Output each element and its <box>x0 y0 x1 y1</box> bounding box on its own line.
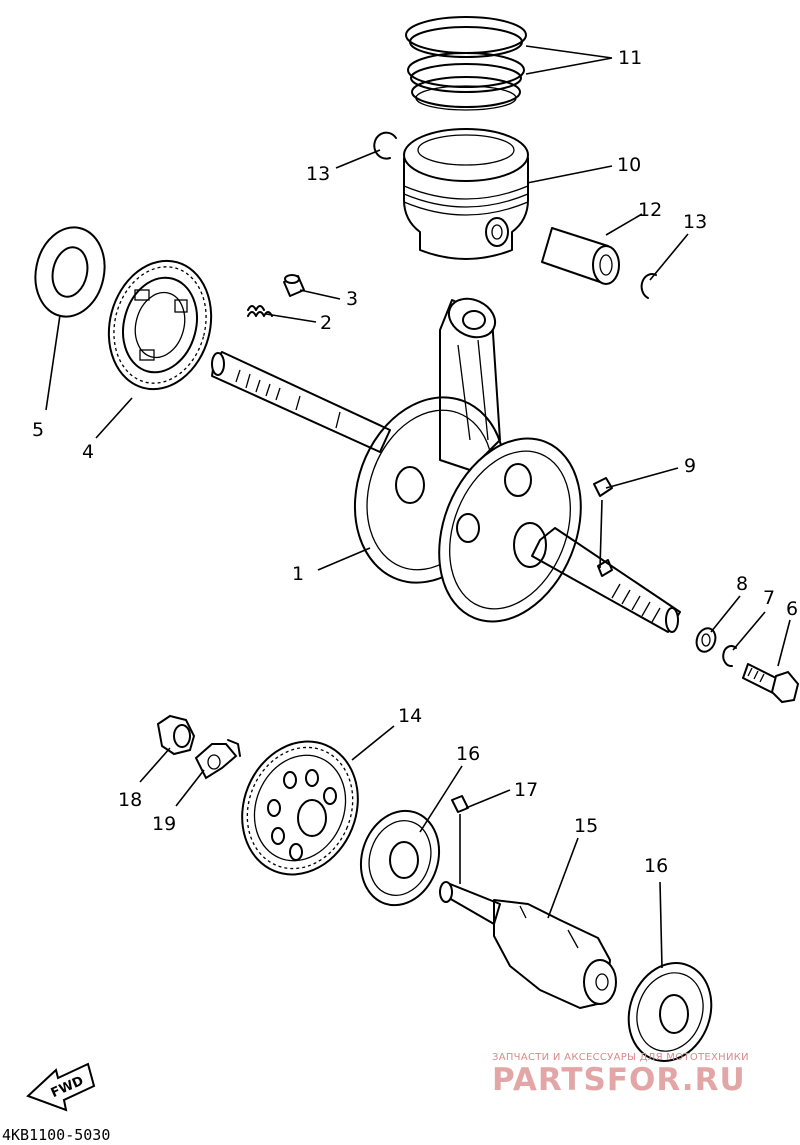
callout-9: 9 <box>684 455 696 477</box>
callout-3: 3 <box>346 288 358 310</box>
callout-13-right: 13 <box>683 211 707 233</box>
callout-18: 18 <box>118 789 142 811</box>
lock-washer <box>194 739 241 780</box>
watermark-brand: PARTSFOR.RU <box>492 1062 746 1098</box>
callout-1: 1 <box>292 563 304 585</box>
nut <box>156 714 196 756</box>
leader-lines <box>45 45 791 969</box>
callout-numbers: 1 2 3 4 5 6 7 8 9 10 11 12 13 13 14 15 1… <box>32 47 798 877</box>
piston-rings <box>405 16 527 111</box>
callout-7: 7 <box>763 587 775 609</box>
callout-10: 10 <box>617 154 641 176</box>
fwd-arrow-icon <box>26 1062 96 1112</box>
callout-2: 2 <box>320 312 332 334</box>
callout-16-left: 16 <box>456 743 480 765</box>
callout-12: 12 <box>638 199 662 221</box>
balancer-shaft <box>439 881 617 1009</box>
circlip-right <box>640 273 657 299</box>
bearing-right <box>627 962 713 1062</box>
small-washer <box>695 627 717 653</box>
callout-4: 4 <box>82 441 94 463</box>
callout-13-left: 13 <box>306 163 330 185</box>
woodruff-key <box>593 477 613 497</box>
drawing-code: 4KB1100-5030 <box>2 1126 111 1144</box>
callout-19: 19 <box>152 813 176 835</box>
callout-14: 14 <box>398 705 422 727</box>
balancer-key <box>451 795 469 813</box>
callout-8: 8 <box>736 573 748 595</box>
crankshaft-assembly <box>211 297 681 633</box>
piston-pin <box>541 227 620 285</box>
callout-16-right: 16 <box>644 855 668 877</box>
callout-15: 15 <box>574 815 598 837</box>
callout-6: 6 <box>786 598 798 620</box>
watermark-caption: ЗАПЧАСТИ И АКСЕССУАРЫ ДЛЯ МОТОТЕХНИКИ <box>492 1052 749 1063</box>
balancer-gear <box>241 740 359 876</box>
small-circlip <box>722 645 737 668</box>
bearing-left <box>359 809 441 907</box>
piston <box>403 128 529 260</box>
callout-11: 11 <box>618 47 642 69</box>
pin-and-spring <box>247 274 305 317</box>
circlip-left <box>373 131 397 160</box>
callout-17: 17 <box>514 779 538 801</box>
bolt <box>742 663 800 704</box>
callout-5: 5 <box>32 419 44 441</box>
clutch-gear <box>107 259 213 391</box>
washer <box>34 226 106 318</box>
